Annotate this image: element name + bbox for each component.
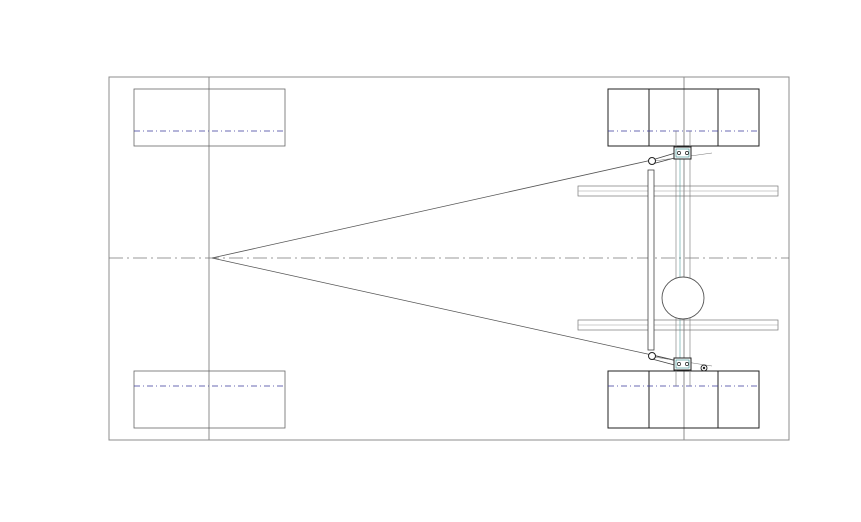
upper-crossbar xyxy=(577,185,779,197)
lower-crossbar xyxy=(577,319,779,331)
rear-right-wheel xyxy=(133,370,286,429)
tie-rod xyxy=(647,169,655,351)
front-left-wheel xyxy=(607,88,760,147)
vehicle-outline xyxy=(108,76,790,441)
front-right-wheel xyxy=(607,370,760,429)
upper-steering-arm xyxy=(648,146,713,165)
lower-steering-arm xyxy=(648,352,713,372)
ackermann-line-lower xyxy=(211,257,653,356)
front-axle-beam xyxy=(675,131,691,386)
center-hub-circle xyxy=(661,276,705,320)
rear-left-wheel xyxy=(133,88,286,147)
ackermann-line-upper xyxy=(211,159,653,259)
